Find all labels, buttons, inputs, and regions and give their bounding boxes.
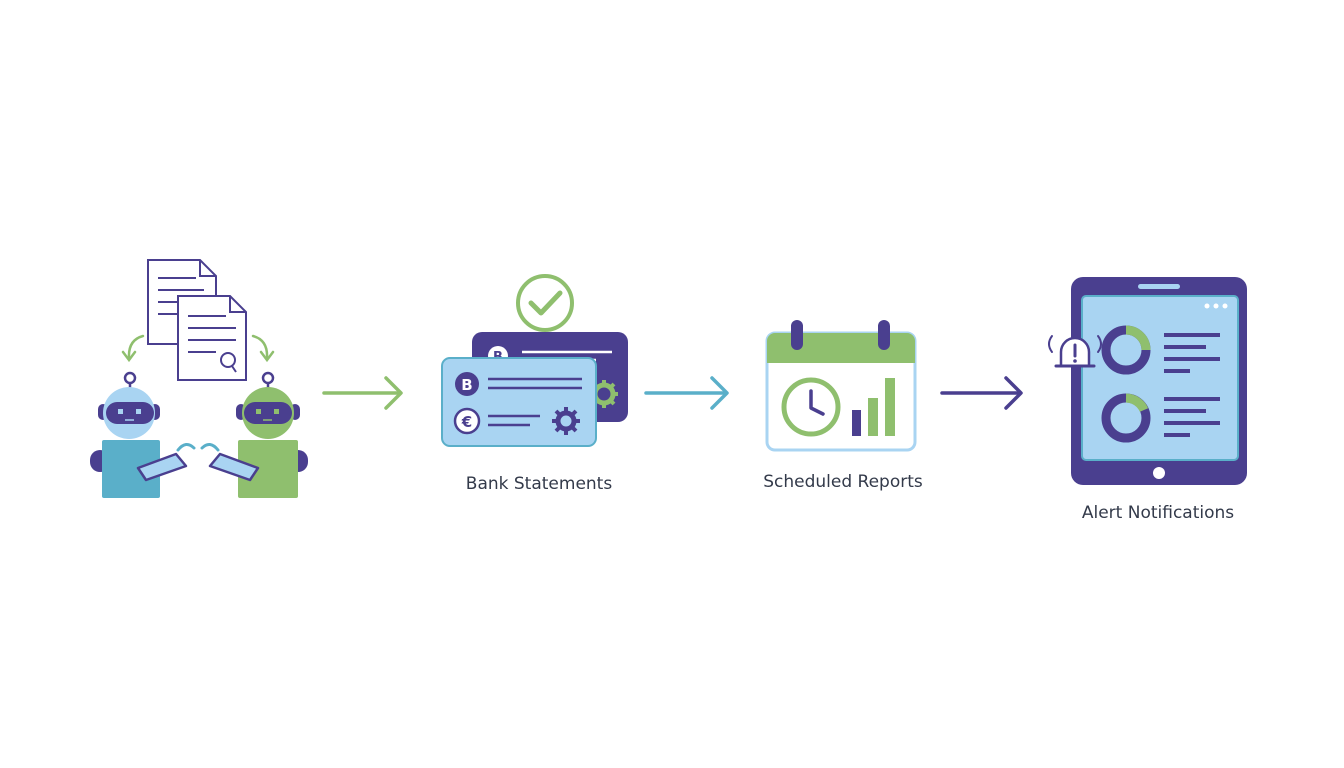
donut-chart-2 [1101, 393, 1151, 443]
step-robots [90, 259, 308, 498]
alert-bell-icon [1048, 333, 1102, 368]
arrow-2 [644, 376, 729, 410]
donut-chart-1 [1101, 325, 1151, 375]
label-scheduled-reports: Scheduled Reports [763, 472, 923, 492]
robot-left-icon [90, 371, 196, 498]
doc-arrows [121, 334, 275, 363]
check-badge-icon [516, 274, 574, 332]
bitcoin-symbol: B [461, 376, 472, 394]
documents-icon [147, 259, 247, 381]
robot-right-icon [200, 371, 308, 498]
gear-icon [552, 407, 580, 435]
step-bank: B B € [441, 274, 628, 447]
tablet-icon [1048, 277, 1247, 485]
arrow-3 [940, 376, 1023, 410]
clock-icon [781, 377, 841, 437]
euro-symbol: € [461, 413, 472, 431]
arrow-1 [322, 376, 403, 410]
label-alert-notifications: Alert Notifications [1081, 503, 1235, 523]
label-bank-statements: Bank Statements [465, 474, 613, 494]
calendar-icon [765, 320, 917, 452]
tablet-text-lines [1164, 333, 1220, 437]
bar-chart-icon [852, 378, 895, 436]
